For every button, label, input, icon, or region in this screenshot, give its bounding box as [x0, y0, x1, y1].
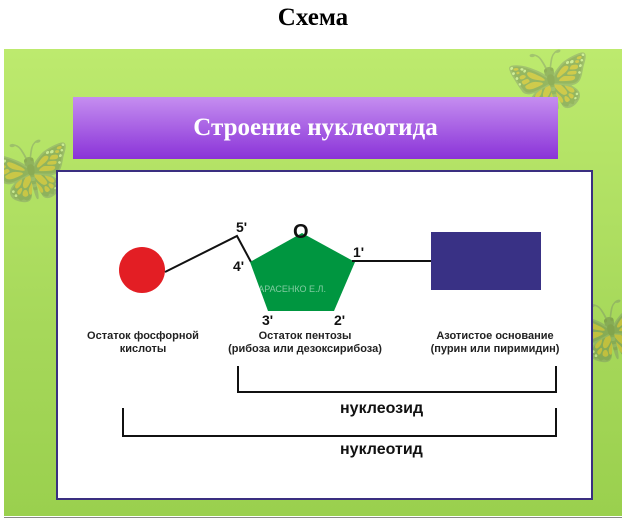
- c2-label: 2': [334, 312, 346, 328]
- oxygen-label: O: [293, 221, 309, 243]
- c4-label: 4': [233, 258, 245, 274]
- page-title: Схема: [277, 4, 349, 31]
- nucleoside-label: нуклеозид: [340, 400, 424, 417]
- base-rectangle: [431, 232, 541, 290]
- pentose-label: Остаток пентозы(рибоза или дезоксирибоза…: [228, 330, 382, 355]
- diagram-box: [56, 170, 593, 500]
- phosphate-bond: [164, 234, 252, 273]
- base-label: Азотистое основание(пурин или пиримидин): [430, 330, 560, 355]
- c3-label: 3': [262, 312, 274, 328]
- nucleotide-bracket: [122, 408, 557, 437]
- phosphate-circle: [119, 247, 165, 293]
- pentose-pentagon: [250, 233, 355, 311]
- c5-label: 5': [236, 219, 248, 235]
- divider: [4, 517, 622, 518]
- nucleoside-bracket: [237, 366, 557, 393]
- c1-label: 1': [353, 244, 365, 260]
- slide-banner: Строение нуклеотида: [73, 97, 558, 159]
- nucleotide-label: нуклеотид: [340, 441, 423, 458]
- watermark: ТАРАСЕНКО Е.Л.: [253, 284, 326, 294]
